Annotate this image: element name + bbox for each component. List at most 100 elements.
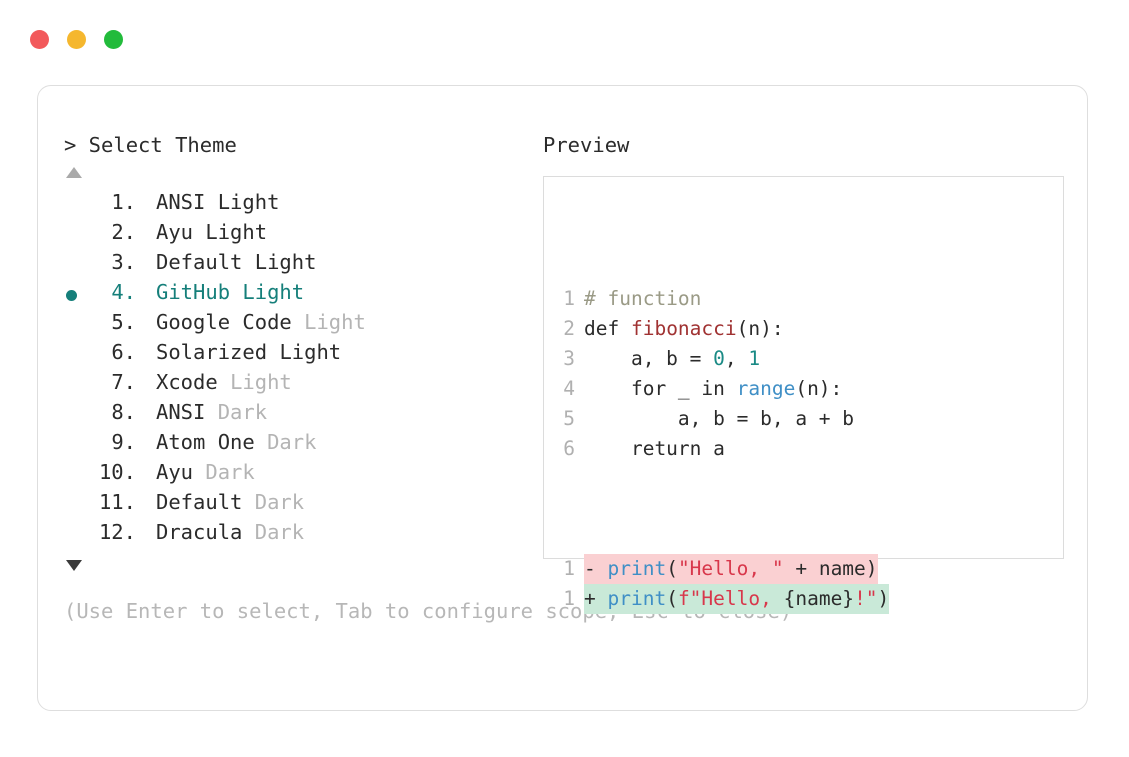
theme-item-gap bbox=[242, 250, 254, 274]
selection-bullet-cell bbox=[64, 490, 94, 520]
theme-list-item[interactable]: 2. Ayu Light bbox=[64, 220, 534, 250]
theme-item-gap bbox=[292, 310, 304, 334]
theme-item-variant: Light bbox=[242, 280, 305, 304]
selection-bullet-cell bbox=[64, 520, 94, 550]
theme-item-variant: Light bbox=[279, 340, 342, 364]
diff-sign: + bbox=[584, 587, 608, 610]
selection-bullet-cell bbox=[64, 190, 94, 220]
theme-item-number: 4. bbox=[111, 280, 136, 304]
code-token: print bbox=[607, 557, 667, 580]
theme-item-spacer bbox=[136, 190, 156, 214]
window-controls bbox=[30, 30, 123, 49]
code-token: print bbox=[607, 587, 667, 610]
theme-list-item[interactable]: 9. Atom One Dark bbox=[64, 430, 534, 460]
close-button[interactable] bbox=[30, 30, 49, 49]
preview-column: Preview bbox=[543, 86, 1073, 157]
theme-list-item[interactable]: 1. ANSI Light bbox=[64, 190, 534, 220]
theme-item-name: Atom One bbox=[156, 430, 255, 454]
line-number: 6 bbox=[563, 437, 575, 460]
theme-item-variant: Dark bbox=[267, 430, 317, 454]
selection-bullet-cell bbox=[64, 280, 94, 310]
theme-item-name: Default bbox=[156, 250, 243, 274]
code-line: 6 return a bbox=[557, 434, 889, 464]
code-line: 1 # function bbox=[557, 284, 889, 314]
code-token: "Hello, " bbox=[677, 557, 784, 580]
code-token: fibonacci bbox=[630, 317, 737, 340]
code-token: for _ in bbox=[584, 377, 737, 400]
theme-item-gap bbox=[205, 400, 217, 424]
theme-list-item[interactable]: 4. GitHub Light bbox=[64, 280, 534, 310]
theme-item-gap bbox=[230, 280, 242, 304]
line-number: 3 bbox=[563, 347, 575, 370]
theme-item-gap bbox=[255, 430, 267, 454]
line-number: 1 bbox=[563, 587, 575, 610]
code-line: 4 for _ in range(n): bbox=[557, 374, 889, 404]
selection-bullet-cell bbox=[64, 250, 94, 280]
theme-list-item[interactable]: 5. Google Code Light bbox=[64, 310, 534, 340]
theme-item-name: ANSI bbox=[156, 400, 206, 424]
theme-item-name: GitHub bbox=[156, 280, 231, 304]
theme-item-spacer bbox=[136, 400, 156, 424]
selection-bullet-cell bbox=[64, 220, 94, 250]
theme-item-variant: Dark bbox=[254, 520, 305, 544]
theme-item-variant: Dark bbox=[254, 490, 305, 514]
code-token: !" bbox=[854, 587, 878, 610]
theme-list-item[interactable]: 12. Dracula Dark bbox=[64, 520, 534, 550]
theme-list-item[interactable]: 3. Default Light bbox=[64, 250, 534, 280]
maximize-button[interactable] bbox=[104, 30, 123, 49]
theme-item-spacer bbox=[136, 220, 156, 244]
theme-item-variant: Light bbox=[230, 370, 292, 394]
code-token: return a bbox=[584, 437, 725, 460]
theme-item-gap bbox=[193, 460, 205, 484]
selected-bullet-icon bbox=[66, 289, 77, 301]
preview-title: Preview bbox=[543, 133, 630, 157]
theme-item-gap bbox=[242, 490, 254, 514]
theme-list-item[interactable]: 6. Solarized Light bbox=[64, 340, 534, 370]
code-token: a, b = b, a + b bbox=[584, 407, 855, 430]
minimize-button[interactable] bbox=[67, 30, 86, 49]
theme-item-spacer bbox=[136, 520, 156, 544]
code-token: # function bbox=[584, 287, 702, 310]
theme-item-variant: Light bbox=[205, 220, 268, 244]
line-number: 2 bbox=[563, 317, 575, 340]
code-token: f"Hello, bbox=[677, 587, 784, 610]
help-text: (Use Enter to select, Tab to configure s… bbox=[64, 599, 793, 623]
selection-bullet-cell bbox=[64, 340, 94, 370]
theme-item-number: 6. bbox=[111, 340, 136, 364]
theme-list-item[interactable]: 7. Xcode Light bbox=[64, 370, 534, 400]
code-token: {name} bbox=[783, 587, 855, 610]
theme-item-spacer bbox=[136, 430, 156, 454]
theme-item-name: Ayu bbox=[156, 220, 194, 244]
theme-list-item[interactable]: 10. Ayu Dark bbox=[64, 460, 534, 490]
theme-list-item[interactable]: 11. Default Dark bbox=[64, 490, 534, 520]
theme-item-spacer bbox=[136, 310, 156, 334]
line-number: 1 bbox=[563, 287, 575, 310]
code-token: ( bbox=[666, 587, 678, 610]
code-token: , bbox=[724, 347, 749, 370]
theme-item-number: 8. bbox=[111, 400, 136, 424]
scroll-down-icon[interactable] bbox=[66, 560, 82, 571]
theme-item-number: 12. bbox=[98, 520, 136, 544]
theme-item-name: ANSI bbox=[156, 190, 206, 214]
theme-item-variant: Light bbox=[254, 250, 317, 274]
theme-item-number: 9. bbox=[111, 430, 136, 454]
code-token: range bbox=[736, 377, 796, 400]
theme-list-item[interactable]: 8. ANSI Dark bbox=[64, 400, 534, 430]
scroll-up-icon[interactable] bbox=[66, 167, 82, 178]
page-title: > Select Theme bbox=[64, 133, 237, 157]
theme-item-spacer bbox=[136, 250, 156, 274]
line-number: 1 bbox=[563, 557, 575, 580]
theme-item-variant: Dark bbox=[205, 460, 255, 484]
theme-item-gap bbox=[205, 190, 217, 214]
theme-item-number: 3. bbox=[111, 250, 136, 274]
theme-item-gap bbox=[267, 340, 279, 364]
theme-item-spacer bbox=[136, 490, 156, 514]
selection-bullet-cell bbox=[64, 460, 94, 490]
theme-item-name: Google Code bbox=[156, 310, 292, 334]
